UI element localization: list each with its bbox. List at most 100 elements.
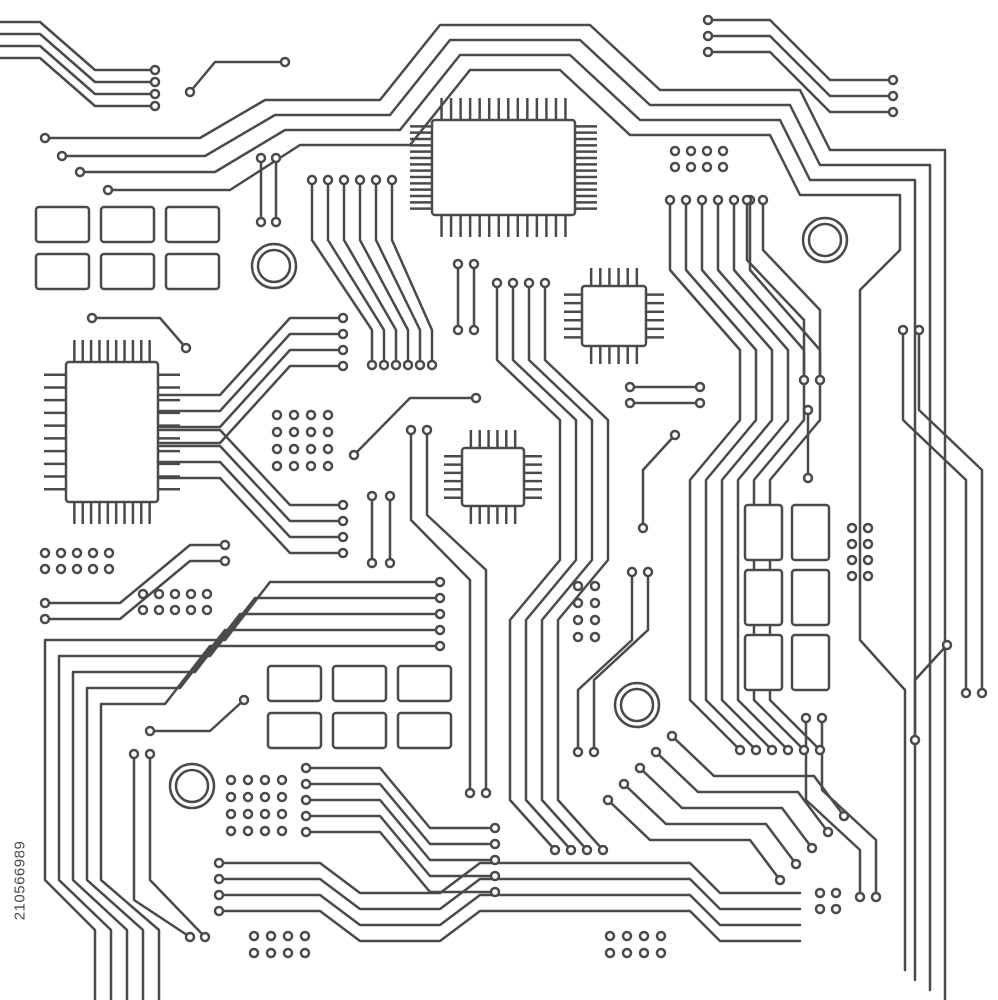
pad-189 [300, 826, 312, 838]
pad-166 [39, 597, 51, 609]
trace-77 [820, 716, 878, 899]
pad-53 [322, 426, 334, 438]
trace-62 [668, 198, 742, 752]
trace-46 [57, 596, 442, 1000]
pad-25 [390, 359, 402, 371]
pad-132 [225, 808, 237, 820]
pad-12 [702, 30, 714, 42]
pad-164 [669, 429, 681, 441]
pad-112 [669, 161, 681, 173]
trace-6 [60, 38, 932, 992]
pad-168 [219, 539, 231, 551]
pad-210 [814, 374, 826, 386]
pad-block-left-1-1 [99, 252, 156, 291]
trace-50 [148, 698, 246, 733]
trace-8 [106, 68, 907, 972]
pad-50 [271, 426, 283, 438]
pad-208 [798, 374, 810, 386]
pad-9 [102, 184, 114, 196]
pad-55 [288, 443, 300, 455]
pad-42 [337, 499, 349, 511]
pad-217 [941, 639, 953, 651]
pad-223 [800, 712, 812, 724]
pad-123 [862, 570, 874, 582]
pad-52 [305, 426, 317, 438]
pad-232 [806, 842, 818, 854]
trace-68 [745, 198, 806, 382]
pad-56 [305, 443, 317, 455]
pad-5 [279, 56, 291, 68]
pad-block-right-1-0 [743, 568, 784, 627]
pad-153 [621, 947, 633, 959]
pad-59 [288, 460, 300, 472]
trace-82 [670, 734, 846, 818]
trace-36 [495, 281, 562, 852]
pad-58 [271, 460, 283, 472]
chip-center [460, 446, 526, 508]
pad-block-right-2-1 [790, 633, 831, 692]
trace-69 [761, 198, 822, 382]
pad-72 [491, 277, 503, 289]
trace-78 [606, 798, 782, 882]
pad-38 [337, 312, 349, 324]
via-ring-group [168, 216, 849, 810]
chip-left-pins [44, 340, 180, 524]
pad-177 [128, 748, 140, 760]
pad-120 [846, 554, 858, 566]
trace-72 [917, 328, 984, 695]
trace-16 [342, 178, 398, 367]
pad-22 [322, 174, 334, 186]
pad-block-bottom-1-1 [331, 711, 388, 750]
pad-98 [185, 604, 197, 616]
pad-75 [565, 844, 577, 856]
pad-169 [219, 555, 231, 567]
pad-140 [248, 930, 260, 942]
pad-16 [255, 152, 267, 164]
trace-65 [716, 198, 790, 752]
trace-49 [99, 644, 442, 1000]
pad-202 [782, 744, 794, 756]
trace-59 [217, 877, 802, 911]
pad-235 [666, 730, 678, 742]
pad-44 [337, 531, 349, 543]
pad-111 [717, 145, 729, 157]
pad-186 [489, 854, 501, 866]
pad-4 [184, 86, 196, 98]
pad-65 [366, 557, 378, 569]
pad-93 [185, 588, 197, 600]
pad-107 [589, 631, 601, 643]
chip-center-pins [444, 430, 542, 524]
pad-106 [572, 631, 584, 643]
pad-69 [464, 787, 476, 799]
trace-23 [158, 316, 345, 397]
pad-97 [169, 604, 181, 616]
pad-41 [337, 360, 349, 372]
pad-195 [664, 194, 676, 206]
trace-51 [132, 752, 192, 939]
pad-block-bottom-1-2 [396, 711, 453, 750]
pad-179 [144, 748, 156, 760]
pad-block-left-0-2 [164, 205, 221, 244]
pad-167 [39, 613, 51, 625]
pad-78 [539, 277, 551, 289]
trace-29 [158, 460, 345, 539]
pad-162 [624, 397, 636, 409]
pad-188 [489, 870, 501, 882]
pad-213 [897, 324, 909, 336]
trace-63 [684, 198, 758, 752]
trace-55 [304, 798, 497, 862]
pad-126 [259, 774, 271, 786]
pad-2 [149, 88, 161, 100]
pad-225 [816, 712, 828, 724]
pad-13 [887, 90, 899, 102]
pad-100 [572, 580, 584, 592]
pad-74 [507, 277, 519, 289]
pad-20 [306, 174, 318, 186]
pad-18 [270, 152, 282, 164]
pad-228 [774, 874, 786, 886]
trace-3 [0, 56, 157, 108]
pad-67 [384, 557, 396, 569]
pad-86 [55, 563, 67, 575]
trace-15 [326, 178, 386, 367]
pad-79 [597, 844, 609, 856]
